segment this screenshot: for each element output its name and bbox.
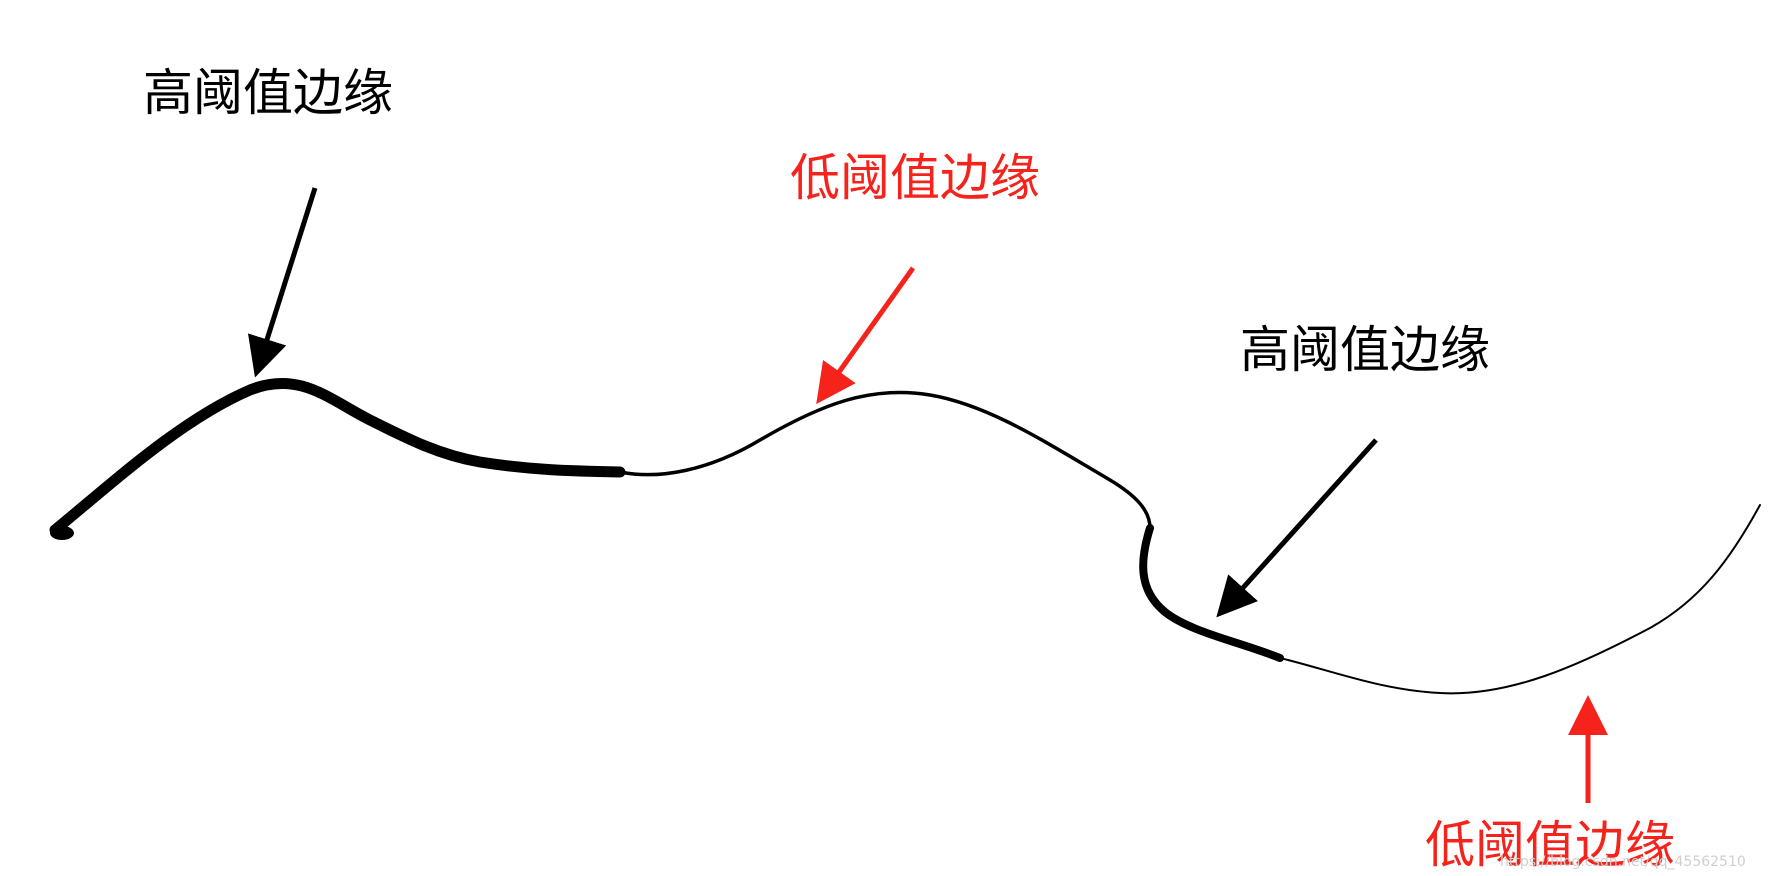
high-threshold-segment-1: [49, 377, 626, 536]
high-threshold-segment-2: [1139, 524, 1284, 662]
edge-curve: [49, 377, 1761, 695]
arrow-high-2: [1216, 438, 1378, 618]
low-threshold-segment-2: [1279, 504, 1761, 695]
label-low-threshold-1: 低阈值边缘: [790, 149, 1040, 207]
arrow-low-1: [816, 266, 916, 405]
label-high-threshold-2: 高阈值边缘: [1240, 321, 1490, 379]
label-low-threshold-2: 低阈值边缘: [1425, 816, 1675, 874]
watermark-text: https://blog.csdn.net/qq_45562510: [1500, 854, 1746, 870]
low-threshold-segment-1: [618, 390, 1152, 530]
arrow-high-1: [247, 187, 318, 378]
label-high-threshold-1: 高阈值边缘: [143, 64, 393, 122]
curve-start-cap: [50, 526, 74, 540]
